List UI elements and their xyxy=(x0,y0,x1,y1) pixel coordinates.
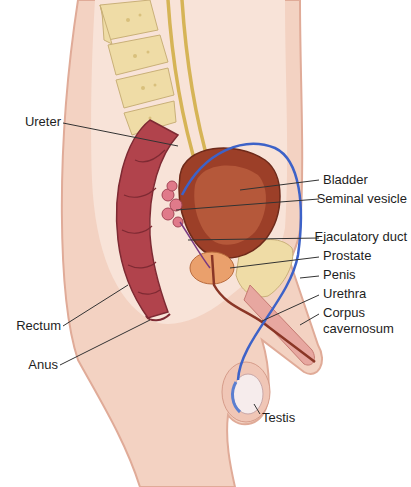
part-label: Penis xyxy=(323,267,356,283)
part-label: Rectum xyxy=(16,318,61,334)
body-outline xyxy=(62,0,322,487)
ejaculatory-duct xyxy=(180,222,210,268)
rectum-folds xyxy=(122,150,165,294)
epididymis xyxy=(233,382,240,412)
part-label: Prostate xyxy=(323,248,371,264)
seminal-vesicles xyxy=(162,181,183,227)
part-label: Corpus cavernosum xyxy=(323,305,407,337)
bone-texture xyxy=(126,14,157,120)
ureters xyxy=(168,0,210,172)
leader-lines xyxy=(60,123,319,414)
part-label: Ureter xyxy=(25,114,61,130)
part-label: Ejaculatory duct xyxy=(315,229,408,245)
part-label: Urethra xyxy=(323,286,366,302)
urethra xyxy=(212,255,315,362)
bladder-inner xyxy=(194,165,266,244)
part-label: Seminal vesicle xyxy=(317,191,407,207)
vas-deferens xyxy=(182,144,301,380)
part-label: Anus xyxy=(28,357,58,373)
testis xyxy=(233,374,263,414)
part-label: Testis xyxy=(262,410,295,426)
spine-bones xyxy=(100,0,176,135)
rectum xyxy=(117,120,178,318)
anus xyxy=(146,314,170,320)
part-label: Bladder xyxy=(323,172,368,188)
